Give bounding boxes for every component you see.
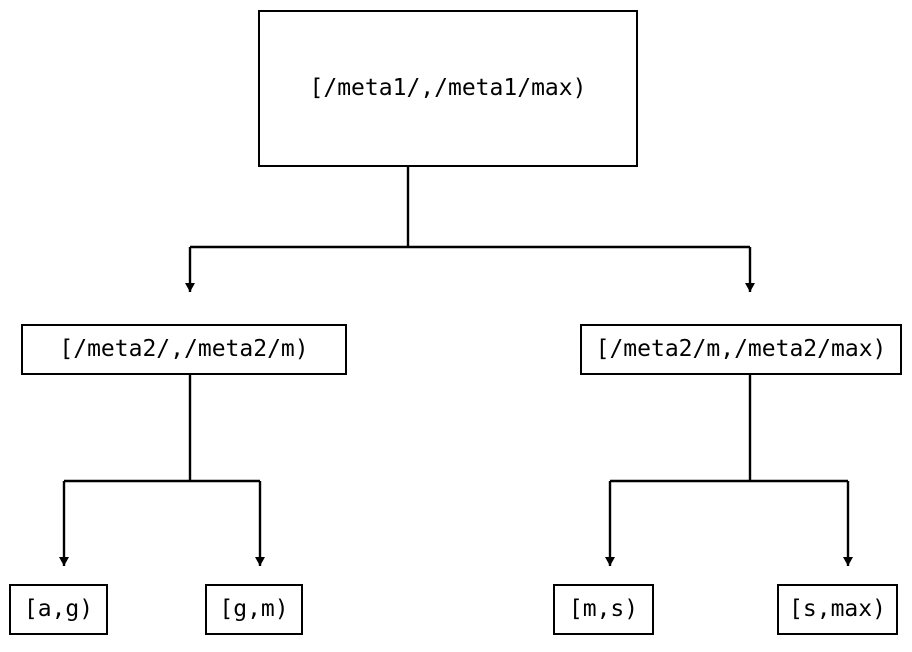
tree-node-leaf-ms[interactable]: [m,s): [553, 584, 654, 635]
tree-node-leaf-gm[interactable]: [g,m): [205, 584, 303, 635]
edge-midright-to-leaves: [605, 375, 853, 566]
tree-node-mid-left[interactable]: [/meta2/,/meta2/m): [21, 324, 347, 375]
edge-root-to-level2: [185, 167, 755, 292]
tree-node-leaf-gm-label: [g,m): [219, 596, 289, 622]
tree-node-leaf-ms-label: [m,s): [568, 596, 639, 622]
tree-node-leaf-ag[interactable]: [a,g): [9, 584, 108, 635]
tree-node-root-label: [/meta1/,/meta1/max): [309, 75, 587, 101]
edge-midleft-to-leaves: [59, 375, 265, 566]
tree-node-mid-right[interactable]: [/meta2/m,/meta2/max): [580, 324, 902, 375]
tree-node-mid-right-label: [/meta2/m,/meta2/max): [595, 336, 887, 362]
tree-node-leaf-smax-label: [s,max): [789, 596, 886, 622]
tree-node-leaf-ag-label: [a,g): [23, 596, 94, 622]
tree-node-mid-left-label: [/meta2/,/meta2/m): [59, 336, 309, 362]
tree-node-leaf-smax[interactable]: [s,max): [777, 584, 898, 635]
tree-node-root[interactable]: [/meta1/,/meta1/max): [258, 10, 638, 167]
